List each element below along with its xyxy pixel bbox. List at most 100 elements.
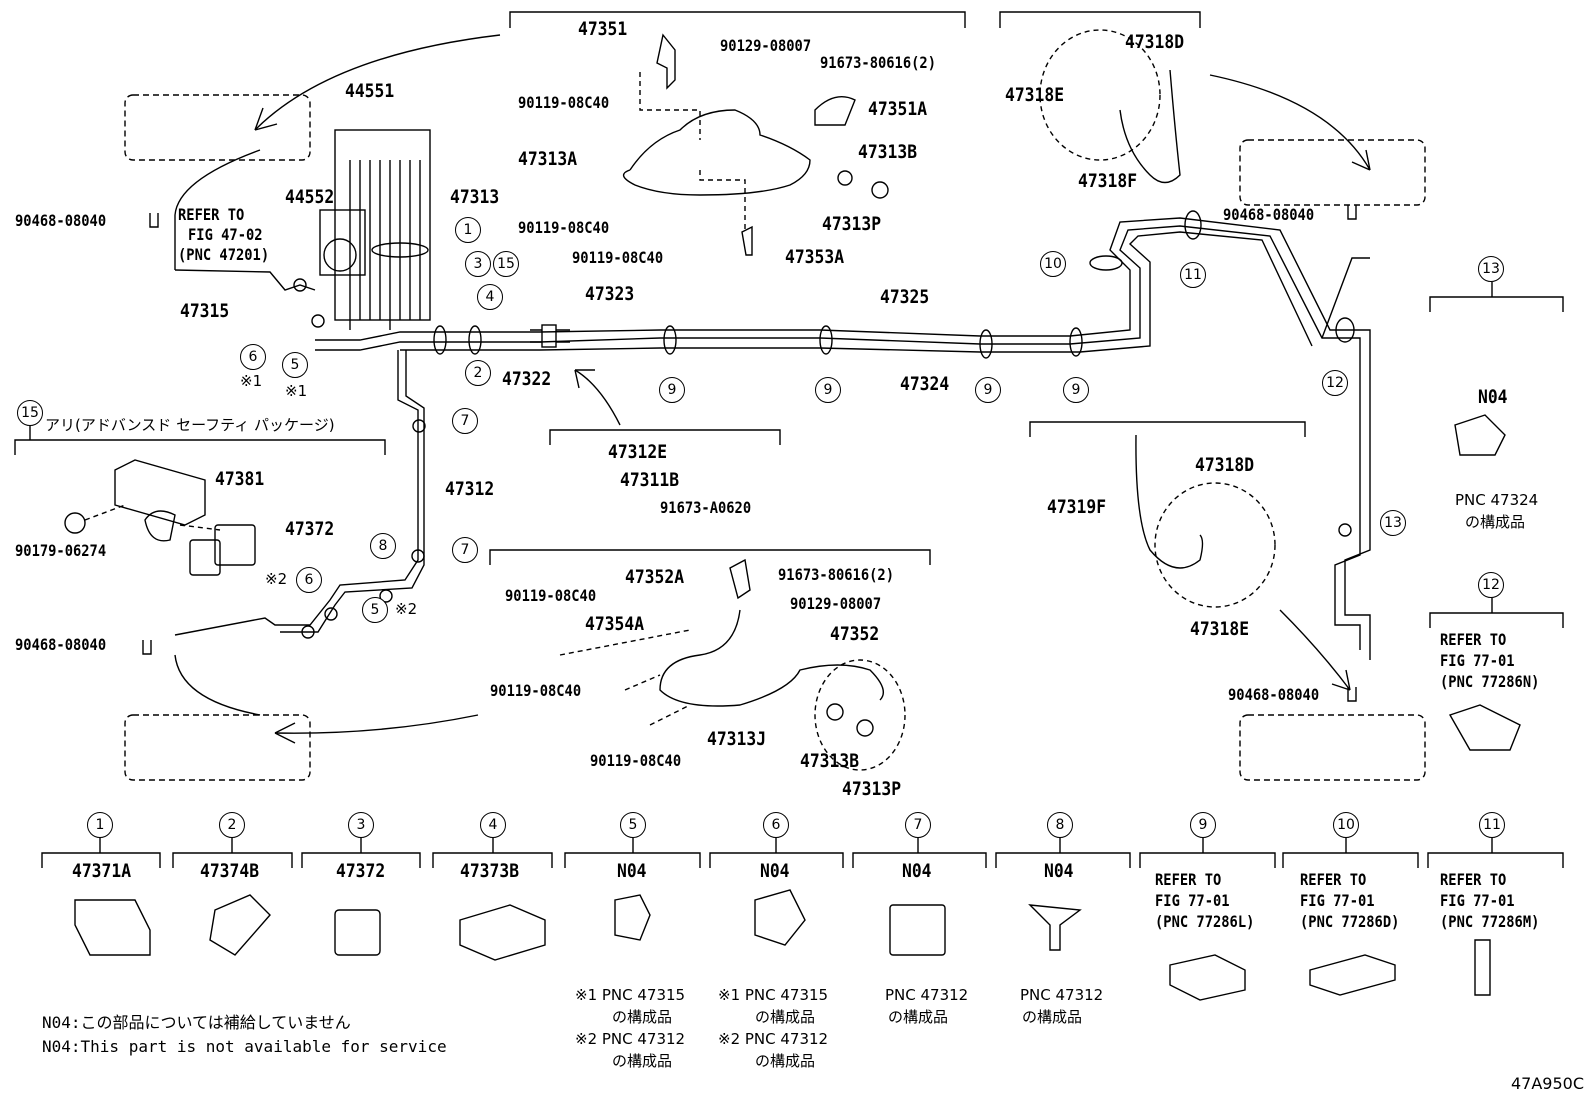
label-47312: 47312 [445, 478, 495, 500]
bottom-callout-11: 11 [1479, 812, 1505, 838]
callout-5-upper: 5 [282, 352, 308, 378]
bottom-ref11-2: FIG 77-01 [1440, 891, 1515, 910]
label-47322: 47322 [502, 368, 552, 390]
label-47354A: 47354A [585, 613, 645, 635]
bracket-47318-group [999, 11, 1201, 28]
label-47313P: 47313P [822, 213, 882, 235]
callout-13: 13 [1380, 510, 1406, 536]
label-90179: 90179-06274 [15, 541, 107, 560]
callout-2: 2 [465, 360, 491, 386]
note8-line1: PNC 47312 [1020, 986, 1104, 1004]
label-47323: 47323 [585, 283, 635, 305]
label-47313B-2: 47313B [800, 750, 860, 772]
note7-line1: PNC 47312 [885, 986, 969, 1004]
note5-line2: の構成品 [612, 1008, 673, 1026]
callout-6-lower: 6 [296, 567, 322, 593]
side12-callout: 12 [1478, 572, 1504, 598]
label-47318D-2: 47318D [1195, 454, 1255, 476]
note5-line1: ※1 PNC 47315 [575, 986, 686, 1004]
bottom-callout-10: 10 [1333, 812, 1359, 838]
bottom-callout-4: 4 [480, 812, 506, 838]
figure-code: 47A950C [1510, 1074, 1584, 1093]
callout-11: 11 [1180, 262, 1206, 288]
side12-ref-2: FIG 77-01 [1440, 651, 1515, 670]
bracket-47352-group [489, 549, 931, 565]
bottom-ref10-1: REFER TO [1300, 870, 1367, 889]
label-91673-c: 91673-80616(2) [778, 565, 894, 584]
label-47351A: 47351A [868, 98, 928, 120]
label-47318F: 47318F [1078, 170, 1138, 192]
bottom-ref10-3: (PNC 77286D) [1300, 912, 1400, 931]
label-47381: 47381 [215, 468, 265, 490]
side13-part: N04 [1478, 386, 1508, 408]
note6-line1: ※1 PNC 47315 [718, 986, 829, 1004]
bottom-part-8: N04 [1044, 860, 1074, 882]
label-47352: 47352 [830, 623, 880, 645]
side13-callout: 13 [1478, 256, 1504, 282]
bottom-callout-7: 7 [905, 812, 931, 838]
label-90129-a: 90129-08007 [720, 36, 812, 55]
callout-15-group: 15 [17, 400, 43, 426]
note7-line2: の構成品 [888, 1008, 949, 1026]
bottom-part-7: N04 [902, 860, 932, 882]
label-90468-c: 90468-08040 [15, 635, 107, 654]
note6-line3: ※2 PNC 47312 [718, 1030, 829, 1048]
bottom-callout-6: 6 [763, 812, 789, 838]
label-47351: 47351 [578, 18, 628, 40]
bracket-47319F-group [1029, 421, 1306, 437]
label-47325: 47325 [880, 286, 930, 308]
label-47311B: 47311B [620, 469, 680, 491]
label-47372-group15: 47372 [285, 518, 335, 540]
callout-9-c: 9 [975, 377, 1001, 403]
bottom-ref9-3: (PNC 77286L) [1155, 912, 1255, 931]
note8-line2: の構成品 [1022, 1008, 1083, 1026]
bottom-part-3: 47372 [336, 860, 386, 882]
bottom-part-5: N04 [617, 860, 647, 882]
bottom-ref11-1: REFER TO [1440, 870, 1507, 889]
bottom-callout-5: 5 [620, 812, 646, 838]
label-91673-b: 91673-A0620 [660, 498, 752, 517]
bottom-ref9-2: FIG 77-01 [1155, 891, 1230, 910]
label-47324: 47324 [900, 373, 950, 395]
label-90468-d: 90468-08040 [1228, 685, 1320, 704]
label-90119-b: 90119-08C40 [518, 218, 610, 237]
label-47319F: 47319F [1047, 496, 1107, 518]
callout-10: 10 [1040, 251, 1066, 277]
note-mark-1a: ※1 [240, 372, 263, 390]
callout-5-lower: 5 [362, 597, 388, 623]
label-90119-f: 90119-08C40 [590, 751, 682, 770]
label-47313: 47313 [450, 186, 500, 208]
bottom-ref10-2: FIG 77-01 [1300, 891, 1375, 910]
bottom-callout-2: 2 [219, 812, 245, 838]
refer-fig47-line1: REFER TO [178, 205, 245, 224]
note-mark-2b: ※2 [395, 600, 418, 618]
label-47353A: 47353A [785, 246, 845, 268]
bottom-part-4: 47373B [460, 860, 520, 882]
note5-line4: の構成品 [612, 1052, 673, 1070]
label-91673-a: 91673-80616(2) [820, 53, 936, 72]
bottom-callout-9: 9 [1190, 812, 1216, 838]
callout-1: 1 [455, 217, 481, 243]
callout-15-main: 15 [493, 251, 519, 277]
bracket-47351-group [509, 11, 966, 28]
bracket-group-15 [14, 439, 386, 455]
label-47313P-2: 47313P [842, 778, 902, 800]
bottom-ref9-1: REFER TO [1155, 870, 1222, 889]
side13-note-2: の構成品 [1465, 513, 1526, 531]
side13-note-1: PNC 47324 [1455, 491, 1539, 509]
label-90468-a: 90468-08040 [15, 211, 107, 230]
bottom-part-1: 47371A [72, 860, 132, 882]
callout-9-a: 9 [659, 377, 685, 403]
bottom-callout-1: 1 [87, 812, 113, 838]
label-44552: 44552 [285, 186, 335, 208]
label-47313B: 47313B [858, 141, 918, 163]
bottom-part-2: 47374B [200, 860, 260, 882]
bracket-side12 [1429, 612, 1564, 628]
label-47315: 47315 [180, 300, 230, 322]
label-44551: 44551 [345, 80, 395, 102]
bracket-47312E-group [549, 429, 781, 445]
label-47313A: 47313A [518, 148, 578, 170]
bracket-side13 [1429, 296, 1564, 312]
